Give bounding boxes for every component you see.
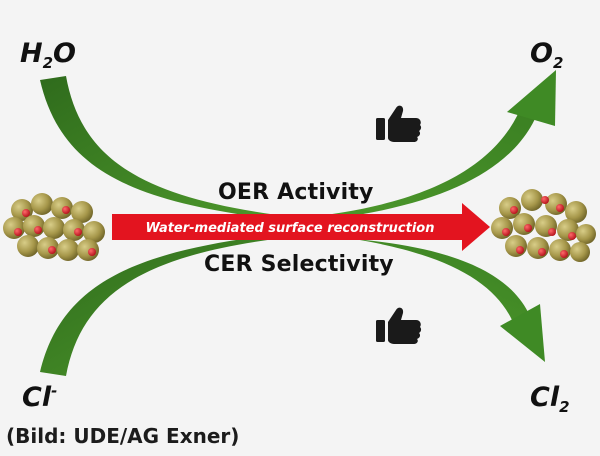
cl-minus-cl: Cl — [22, 382, 52, 413]
cl-minus-superscript: - — [51, 382, 58, 400]
cl-minus-label: Cl- — [22, 382, 58, 413]
oer-activity-label: OER Activity — [218, 180, 374, 205]
catalyst-cluster-left — [3, 193, 105, 261]
h2o-h: H — [20, 38, 43, 69]
image-credit: (Bild: UDE/AG Exner) — [6, 424, 240, 448]
o2-label: O2 — [530, 40, 563, 71]
cl2-label: Cl2 — [530, 384, 570, 415]
green-arrow-h2o-in — [40, 76, 300, 222]
green-arrow-o2-out — [300, 105, 538, 222]
cl2-arrowhead — [500, 304, 545, 362]
diagram-canvas: Water-mediated surface reconstruction — [3, 70, 596, 376]
cl2-cl: Cl — [530, 382, 560, 413]
h2o-label: H2O — [20, 40, 76, 71]
thumbs-up-icon — [376, 105, 422, 142]
catalyst-cluster-right — [491, 189, 596, 262]
thumbs-up-icon — [376, 307, 422, 344]
red-arrow-head — [462, 203, 490, 251]
cer-selectivity-label: CER Selectivity — [204, 252, 394, 277]
red-arrow-text: Water-mediated surface reconstruction — [145, 221, 434, 236]
o2-arrowhead — [507, 70, 556, 126]
h2o-subscript: 2 — [42, 54, 54, 72]
red-arrow-shaft — [112, 214, 464, 240]
o2-subscript: 2 — [552, 54, 564, 72]
cl2-subscript: 2 — [559, 398, 570, 416]
h2o-o: O — [53, 38, 76, 69]
green-arrow-cl-in — [40, 232, 300, 376]
green-arrow-cl2-out — [300, 232, 528, 320]
o2-o: O — [530, 38, 553, 69]
